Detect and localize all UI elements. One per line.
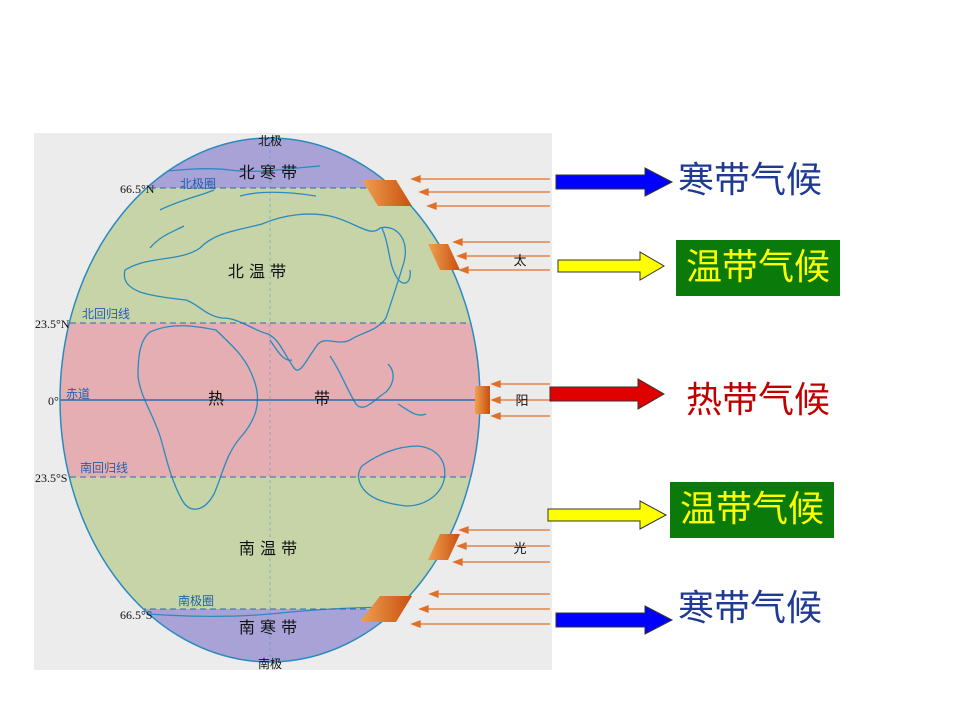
climate-label-torrid: 热带气候 [686,380,831,421]
antarctic-lat-label: 66.5°S [120,608,152,622]
arctic-circle-name: 北极圈 [180,177,216,191]
capricorn-name: 南回归线 [80,460,128,475]
equator-lat-label: 0° [48,394,59,408]
south-temperate-label: 南 温 带 [239,539,297,558]
antarctic-circle-name: 南极圈 [178,593,214,608]
south-frigid-label: 南 寒 带 [239,618,297,637]
sun-rays [410,175,550,628]
climate-label-temperate-south: 温带气候 [670,482,835,538]
climate-label-frigid-south: 寒带气候 [678,588,823,629]
torrid-right-label: 带 [314,389,330,408]
capricorn-lat-label: 23.5°S [35,471,67,485]
climate-arrows [547,167,674,635]
south-pole-label: 南极 [258,656,282,671]
arrow-frigid-north [555,167,674,197]
north-pole-label: 北极 [258,134,282,148]
north-temperate-label: 北 温 带 [228,262,286,281]
sun-char-2: 阳 [515,394,528,409]
equator-name: 赤道 [66,387,90,401]
arrow-torrid [549,378,666,410]
sun-char-1: 太 [513,254,526,269]
arctic-lat-label: 66.5°N [120,182,155,196]
arrow-temperate-north [557,251,665,281]
arrow-temperate-south [547,500,668,530]
climate-label-temperate-north: 温带气候 [676,240,841,296]
cancer-lat-label: 23.5°N [35,317,70,331]
arrow-frigid-south [555,605,674,635]
sun-char-3: 光 [513,542,526,557]
sunlit-edge-wedges [360,180,490,622]
torrid-left-label: 热 [208,389,224,408]
cancer-name: 北回归线 [82,307,130,321]
north-frigid-label: 北 寒 带 [239,163,297,182]
climate-label-frigid-north: 寒带气候 [678,160,823,201]
